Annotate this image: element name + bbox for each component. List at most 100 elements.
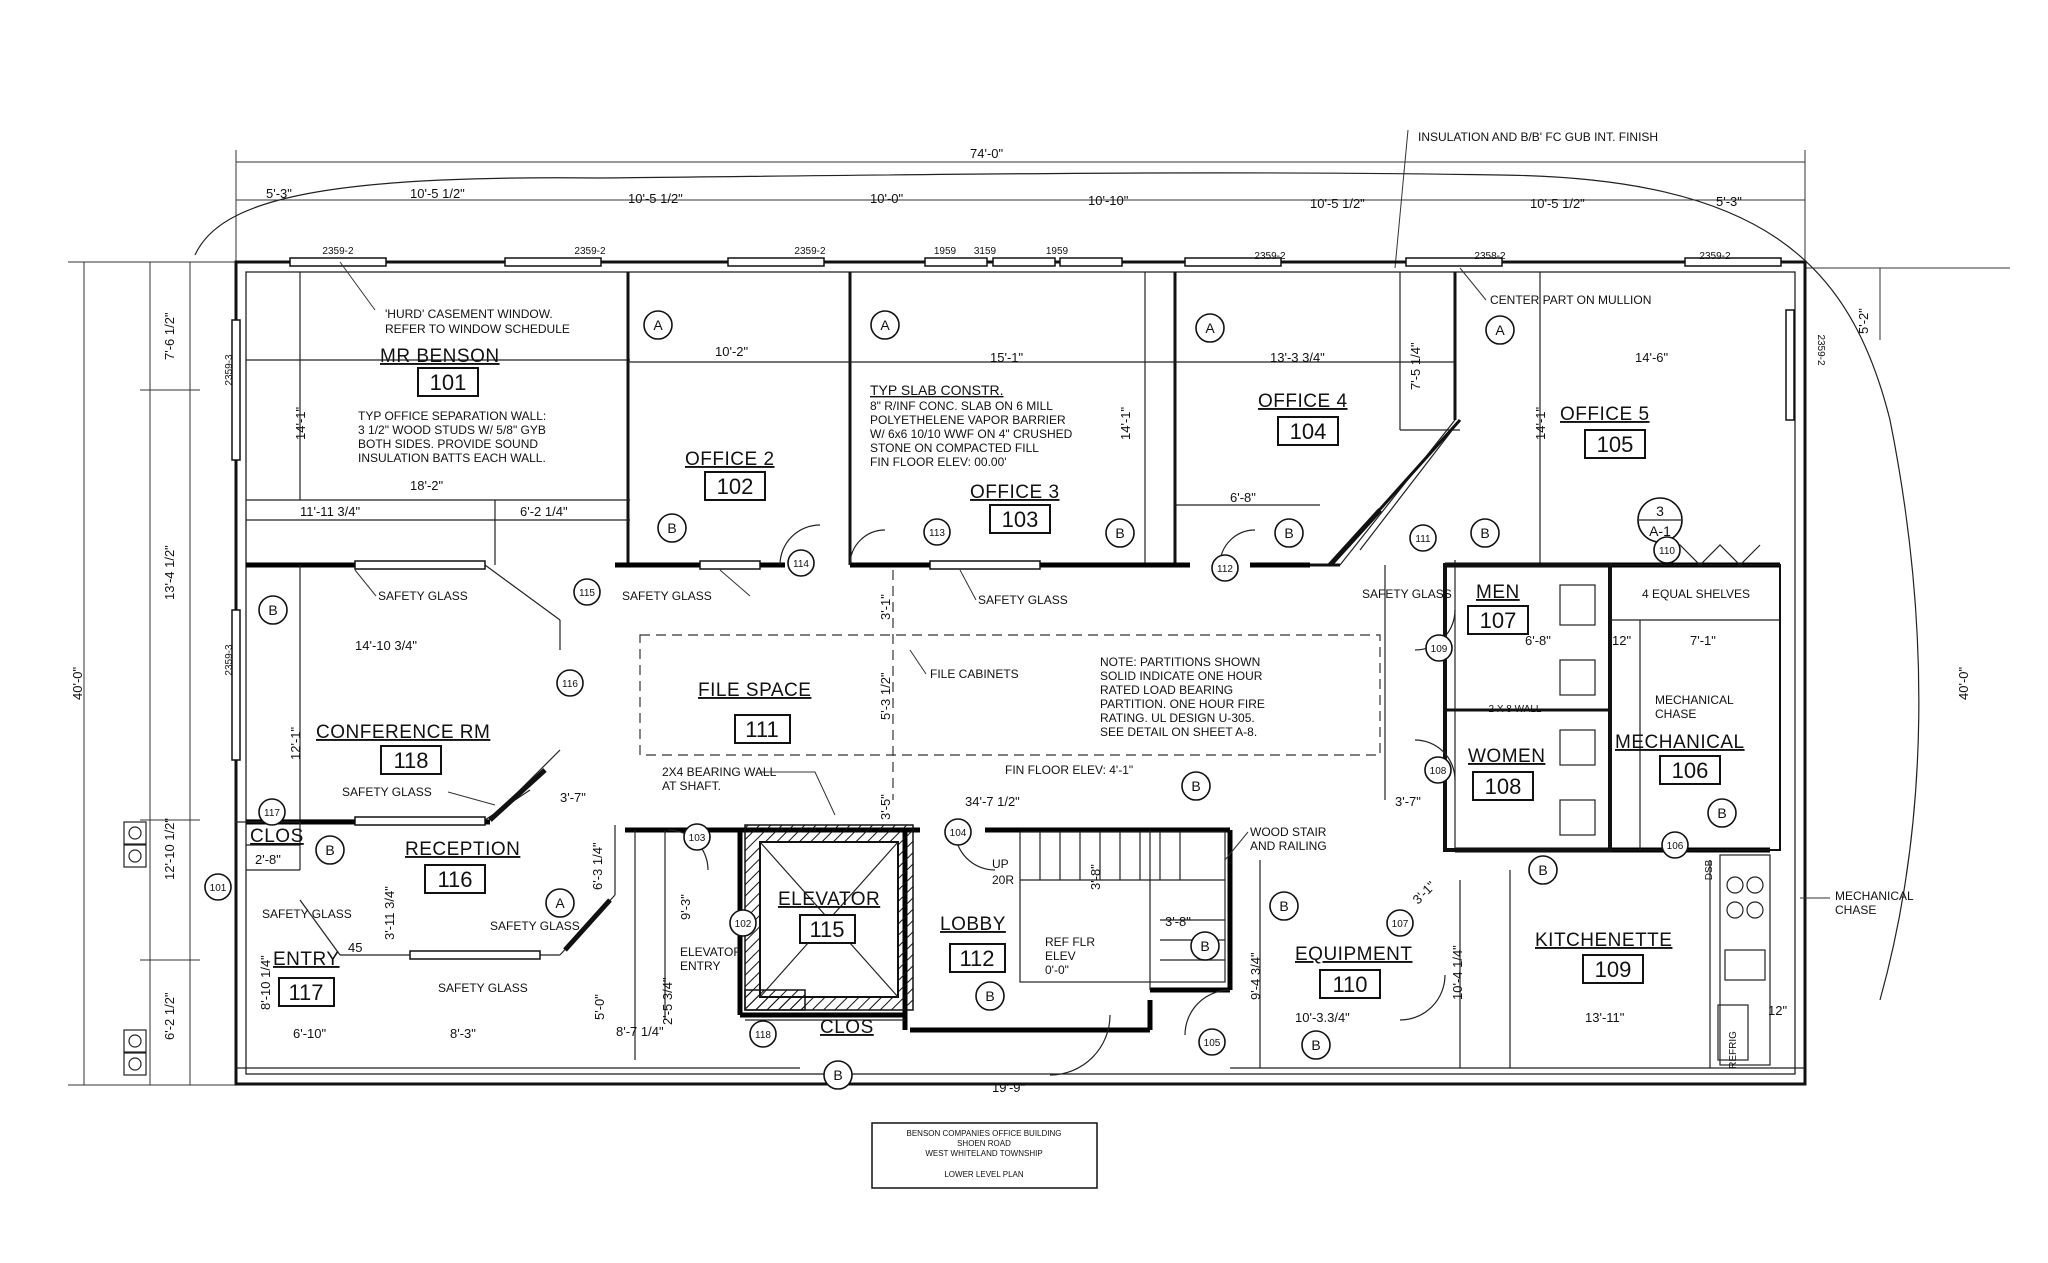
svg-text:B: B [1480,525,1489,541]
svg-text:74'-0": 74'-0" [970,146,1004,161]
svg-text:1959: 1959 [934,246,957,257]
svg-text:B: B [833,1067,842,1083]
svg-text:8" R/INF CONC. SLAB ON 6 MILL: 8" R/INF CONC. SLAB ON 6 MILL [870,399,1053,413]
svg-text:8'-7 1/4": 8'-7 1/4" [616,1024,664,1039]
svg-text:3'-1": 3'-1" [1410,878,1439,907]
svg-text:5'-0": 5'-0" [592,994,607,1020]
elevator-entry-note: ELEVATOR ENTRY [680,945,742,973]
svg-text:2'-8": 2'-8" [255,852,281,867]
svg-text:WOOD STAIR: WOOD STAIR [1250,825,1327,839]
room-office-2: OFFICE 2 102 [685,449,774,501]
equal-shelves-note: 4 EQUAL SHELVES [1642,587,1750,601]
svg-text:W/ 6x6 10/10 WWF ON 4" CRUSHED: W/ 6x6 10/10 WWF ON 4" CRUSHED [870,427,1073,441]
refrig-label: REFRIG [1728,1031,1739,1069]
svg-text:14'-1": 14'-1" [1118,406,1133,440]
svg-text:UP: UP [992,857,1009,871]
svg-text:EQUIPMENT: EQUIPMENT [1295,944,1412,965]
svg-text:B: B [1200,938,1209,954]
room-equipment: EQUIPMENT 110 [1295,944,1412,999]
svg-text:SAFETY GLASS: SAFETY GLASS [438,981,528,995]
room-conference: CONFERENCE RM 118 [316,722,490,775]
svg-text:KITCHENETTE: KITCHENETTE [1535,930,1672,951]
svg-text:13'-11": 13'-11" [1585,1010,1625,1025]
exterior-columns [123,821,147,1076]
svg-text:B: B [268,602,277,618]
svg-text:RATED LOAD BEARING: RATED LOAD BEARING [1100,683,1233,697]
svg-text:A: A [653,317,663,333]
svg-text:SAFETY GLASS: SAFETY GLASS [1362,587,1452,601]
overall-dimension: 74'-0" [235,146,1806,268]
separation-wall-note: TYP OFFICE SEPARATION WALL: 3 1/2" WOOD … [358,409,546,465]
svg-text:106: 106 [1667,841,1684,852]
svg-text:1959: 1959 [1046,246,1069,257]
svg-text:112: 112 [1217,564,1233,575]
room-closet-1: CLOS [250,826,304,847]
svg-text:SAFETY GLASS: SAFETY GLASS [378,589,468,603]
svg-text:3159: 3159 [974,246,997,257]
svg-text:110: 110 [1659,546,1675,557]
svg-text:109: 109 [1431,644,1448,655]
svg-text:3'-1": 3'-1" [878,594,893,620]
svg-text:LOBBY: LOBBY [940,914,1006,935]
room-entry: ENTRY 117 [273,949,339,1007]
svg-text:PARTITION. ONE HOUR FIRE: PARTITION. ONE HOUR FIRE [1100,697,1265,711]
detail-ref-a1: 3 A-1 [1637,497,1683,543]
svg-text:13'-4 1/2": 13'-4 1/2" [162,545,177,600]
svg-text:3'-7": 3'-7" [560,790,586,805]
svg-text:REF FLR: REF FLR [1045,935,1095,949]
svg-text:109: 109 [1595,957,1632,982]
svg-text:STONE ON COMPACTED FILL: STONE ON COMPACTED FILL [870,441,1039,455]
top-dim-5: 10'-10" [1088,193,1129,208]
room-women: WOMEN 108 [1468,746,1545,801]
svg-text:MECHANICAL: MECHANICAL [1615,732,1745,753]
svg-text:ELEVATOR: ELEVATOR [778,889,880,910]
svg-text:5'-3 1/2": 5'-3 1/2" [878,672,893,720]
svg-text:9'-4 3/4": 9'-4 3/4" [1248,952,1263,1000]
svg-text:WOMEN: WOMEN [1468,746,1545,767]
svg-text:113: 113 [929,528,945,539]
svg-text:102: 102 [735,919,752,930]
svg-text:6'-8": 6'-8" [1525,633,1551,648]
partition-note: NOTE: PARTITIONS SHOWN SOLID INDICATE ON… [1100,655,1265,739]
svg-text:B: B [1538,862,1547,878]
svg-text:AND RAILING: AND RAILING [1250,839,1327,853]
svg-text:18'-2": 18'-2" [410,478,444,493]
svg-text:CHASE: CHASE [1655,707,1696,721]
svg-text:108: 108 [1485,774,1522,799]
casement-window-note: 'HURD' CASEMENT WINDOW. REFER TO WINDOW … [339,261,570,336]
svg-text:B: B [1717,805,1726,821]
svg-text:B: B [1311,1037,1320,1053]
svg-text:RECEPTION: RECEPTION [405,839,520,860]
svg-text:3: 3 [1656,503,1664,519]
svg-text:2359-3: 2359-3 [224,644,235,676]
svg-text:6'-2 1/4": 6'-2 1/4" [520,504,568,519]
svg-text:BOTH SIDES. PROVIDE SOUND: BOTH SIDES. PROVIDE SOUND [358,437,538,451]
svg-text:TYP OFFICE SEPARATION WALL:: TYP OFFICE SEPARATION WALL: [358,409,546,423]
svg-text:B: B [667,520,676,536]
title-block: BENSON COMPANIES OFFICE BUILDING SHOEN R… [871,1122,1098,1189]
ref-floor-note: REF FLR ELEV 0'-0" [1045,935,1095,977]
room-office-4: OFFICE 4 104 [1258,391,1347,446]
room-reception: RECEPTION 116 [405,839,520,894]
svg-text:B: B [1191,778,1200,794]
svg-text:SHOEN ROAD: SHOEN ROAD [957,1139,1011,1148]
svg-text:105: 105 [1597,432,1634,457]
slab-construction-note: TYP SLAB CONSTR. 8" R/INF CONC. SLAB ON … [870,382,1073,469]
room-lobby: LOBBY 112 [940,914,1006,973]
svg-text:3 1/2" WOOD STUDS W/ 5/8" GYB: 3 1/2" WOOD STUDS W/ 5/8" GYB [358,423,546,437]
svg-text:OFFICE 3: OFFICE 3 [970,482,1060,503]
svg-text:RATING. UL DESIGN U-305.: RATING. UL DESIGN U-305. [1100,711,1255,725]
svg-text:MECHANICAL: MECHANICAL [1835,889,1914,903]
mech-chase-note-2: MECHANICAL CHASE [1800,889,1914,917]
svg-text:SAFETY GLASS: SAFETY GLASS [622,589,712,603]
safety-glass-lines [354,508,1382,960]
svg-text:ELEV: ELEV [1045,949,1076,963]
svg-text:116: 116 [437,867,472,892]
svg-text:MECHANICAL: MECHANICAL [1655,693,1734,707]
svg-text:34'-7 1/2": 34'-7 1/2" [965,794,1020,809]
svg-text:14'-6": 14'-6" [1635,350,1669,365]
svg-text:104: 104 [1290,419,1327,444]
svg-text:SAFETY GLASS: SAFETY GLASS [262,907,352,921]
svg-text:102: 102 [717,474,754,499]
